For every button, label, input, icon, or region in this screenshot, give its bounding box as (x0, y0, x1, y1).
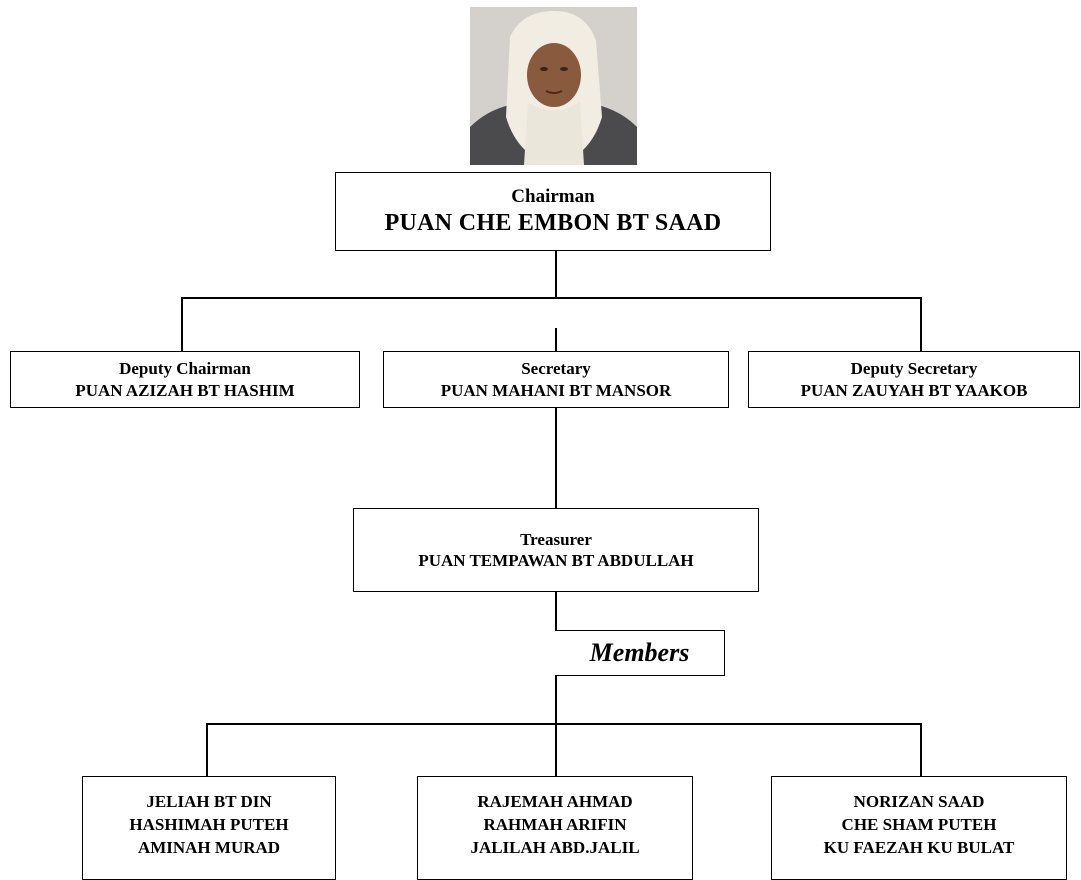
member-group-2: RAJEMAH AHMAD RAHMAH ARIFIN JALILAH ABD.… (417, 776, 693, 880)
officer-role: Deputy Chairman (119, 359, 251, 379)
treasurer-role: Treasurer (520, 529, 592, 549)
connector-members-horizontal (206, 723, 922, 725)
member-name: KU FAEZAH KU BULAT (823, 837, 1015, 857)
officer-role: Secretary (521, 359, 591, 379)
member-name: CHE SHAM PUTEH (841, 814, 997, 834)
chairman-box: Chairman PUAN CHE EMBON BT SAAD (335, 172, 771, 251)
chairman-name: PUAN CHE EMBON BT SAAD (384, 209, 722, 236)
officer-box-deputy-secretary: Deputy Secretary PUAN ZAUYAH BT YAAKOB (748, 351, 1080, 408)
member-name: NORIZAN SAAD (853, 792, 985, 811)
members-label-box: Members (555, 630, 725, 676)
treasurer-name: PUAN TEMPAWAN BT ABDULLAH (418, 551, 694, 570)
member-name: RAHMAH ARIFIN (483, 814, 627, 834)
connector-chairman-down (555, 251, 557, 298)
connector-officers-horizontal (181, 297, 922, 299)
member-name: JALILAH ABD.JALIL (470, 837, 640, 857)
connector-deputy-chairman (181, 297, 183, 351)
officer-box-secretary: Secretary PUAN MAHANI BT MANSOR (383, 351, 729, 408)
members-label: Members (589, 638, 690, 667)
chairman-photo (470, 7, 637, 165)
officer-name: PUAN MAHANI BT MANSOR (440, 380, 672, 400)
connector-member-group-2 (555, 723, 557, 776)
officer-name: PUAN ZAUYAH BT YAAKOB (800, 380, 1028, 400)
officer-role: Deputy Secretary (850, 359, 978, 379)
member-name: HASHIMAH PUTEH (129, 814, 289, 834)
member-group-3: NORIZAN SAAD CHE SHAM PUTEH KU FAEZAH KU… (771, 776, 1067, 880)
member-group-1: JELIAH BT DIN HASHIMAH PUTEH AMINAH MURA… (82, 776, 336, 880)
treasurer-box: Treasurer PUAN TEMPAWAN BT ABDULLAH (353, 508, 759, 592)
connector-member-group-3 (920, 723, 922, 776)
portrait-image (470, 7, 637, 165)
officer-box-deputy-chairman: Deputy Chairman PUAN AZIZAH BT HASHIM (10, 351, 360, 408)
officer-name: PUAN AZIZAH BT HASHIM (75, 380, 295, 400)
member-name: AMINAH MURAD (137, 837, 281, 857)
member-name: JELIAH BT DIN (146, 792, 272, 811)
connector-secretary-treasurer (555, 408, 557, 508)
connector-member-group-1 (206, 723, 208, 776)
chairman-role: Chairman (511, 186, 595, 208)
connector-deputy-secretary (920, 297, 922, 351)
member-name: RAJEMAH AHMAD (477, 792, 633, 811)
connector-secretary (555, 328, 557, 351)
